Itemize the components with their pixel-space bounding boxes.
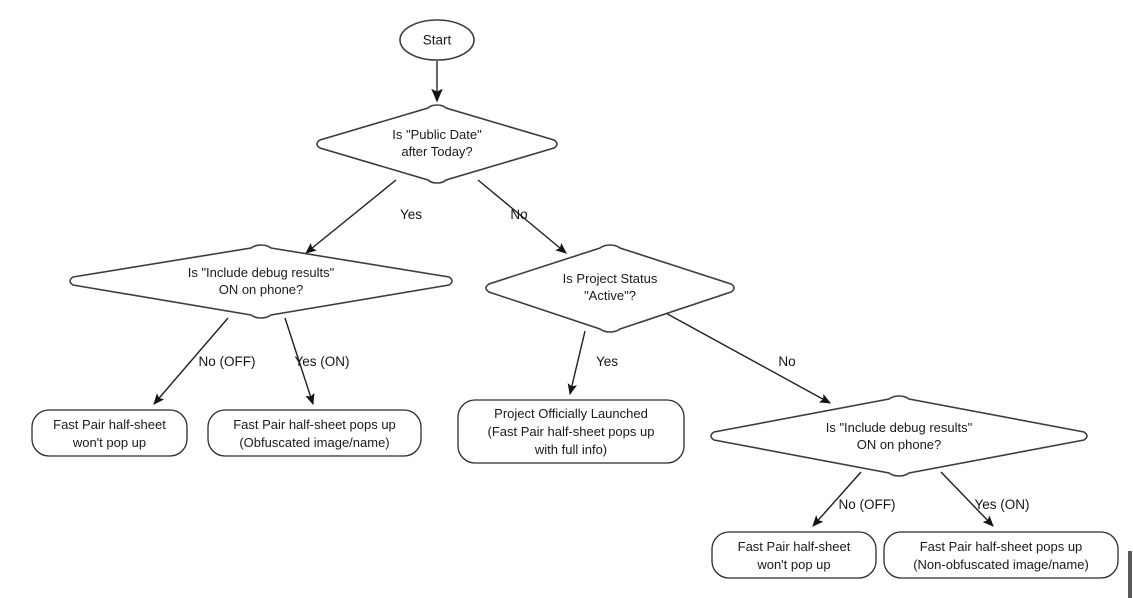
decision-label-line2: after Today?	[401, 144, 472, 159]
node-result-left-on[interactable]: Fast Pair half-sheet pops up (Obfuscated…	[207, 409, 422, 457]
result-box	[883, 531, 1119, 579]
edge-path	[477, 179, 567, 254]
edge-debug-right-yes-on: Yes (ON)	[940, 471, 1030, 527]
decision-diamond	[710, 395, 1088, 477]
result-box	[711, 531, 877, 579]
edge-debug-right-no-off: No (OFF)	[812, 471, 896, 527]
decision-diamond	[316, 104, 558, 184]
edge-path	[305, 179, 397, 254]
edge-public-date-yes: Yes	[305, 179, 422, 254]
result-label-line2: won't pop up	[756, 557, 830, 572]
edge-label-no: No	[510, 207, 527, 222]
edge-project-status-no: No	[661, 310, 831, 404]
node-result-right-on[interactable]: Fast Pair half-sheet pops up (Non-obfusc…	[883, 531, 1119, 579]
start-label: Start	[423, 33, 452, 48]
edge-path	[812, 471, 862, 527]
result-label-line1: Fast Pair half-sheet	[738, 539, 851, 554]
node-decision-public-date[interactable]: Is "Public Date" after Today?	[316, 104, 558, 184]
edge-path	[153, 317, 229, 405]
edge-label-no-off: No (OFF)	[199, 354, 256, 369]
result-label-line3: with full info)	[534, 442, 607, 457]
result-label-line1: Fast Pair half-sheet pops up	[920, 539, 1083, 554]
edge-label-yes-on: Yes (ON)	[294, 354, 349, 369]
result-label-line1: Project Officially Launched	[494, 406, 648, 421]
right-edge-artifact	[1128, 551, 1132, 598]
result-label-line2: (Non-obfuscated image/name)	[913, 557, 1089, 572]
edge-label-yes: Yes	[400, 207, 422, 222]
node-start[interactable]: Start	[399, 19, 475, 61]
decision-diamond	[485, 244, 735, 333]
result-label-line2: (Fast Pair half-sheet pops up	[488, 424, 655, 439]
node-result-right-off[interactable]: Fast Pair half-sheet won't pop up	[711, 531, 877, 579]
start-ellipse	[399, 19, 475, 61]
node-result-launched[interactable]: Project Officially Launched (Fast Pair h…	[457, 399, 685, 464]
result-label-line1: Fast Pair half-sheet	[53, 417, 166, 432]
decision-diamond	[69, 244, 453, 319]
edge-path	[940, 471, 994, 527]
edge-label-no-off: No (OFF)	[839, 497, 896, 512]
node-decision-debug-left[interactable]: Is "Include debug results" ON on phone?	[69, 244, 453, 319]
decision-label-line2: ON on phone?	[857, 437, 942, 452]
edge-project-status-yes: Yes	[567, 330, 618, 396]
result-box	[207, 409, 422, 457]
result-box	[31, 409, 188, 457]
edge-public-date-no: No	[477, 179, 567, 254]
result-label-line2: (Obfuscated image/name)	[239, 435, 389, 450]
nodes-layer: Start Is "Public Date" after Today? Is "…	[31, 19, 1119, 579]
edge-label-yes: Yes	[596, 354, 618, 369]
result-box	[457, 399, 685, 464]
node-decision-project-status[interactable]: Is Project Status "Active"?	[485, 244, 735, 333]
edge-debug-left-yes-on: Yes (ON)	[284, 317, 350, 406]
decision-label-line1: Is "Include debug results"	[188, 265, 335, 280]
decision-label-line2: "Active"?	[584, 288, 636, 303]
result-label-line2: won't pop up	[72, 435, 146, 450]
result-label-line1: Fast Pair half-sheet pops up	[233, 417, 396, 432]
decision-label-line2: ON on phone?	[219, 282, 304, 297]
node-decision-debug-right[interactable]: Is "Include debug results" ON on phone?	[710, 395, 1088, 477]
edge-path	[567, 330, 586, 396]
edges-layer: Yes No No (OFF) Yes (ON) Yes No	[153, 61, 1030, 527]
decision-label-line1: Is "Include debug results"	[826, 420, 973, 435]
node-result-left-off[interactable]: Fast Pair half-sheet won't pop up	[31, 409, 188, 457]
decision-label-line1: Is "Public Date"	[392, 127, 482, 142]
edge-debug-left-no-off: No (OFF)	[153, 317, 256, 405]
edge-path	[661, 310, 831, 404]
edge-label-no: No	[778, 354, 795, 369]
edge-path	[284, 317, 315, 406]
edge-label-yes-on: Yes (ON)	[974, 497, 1029, 512]
decision-label-line1: Is Project Status	[563, 271, 658, 286]
